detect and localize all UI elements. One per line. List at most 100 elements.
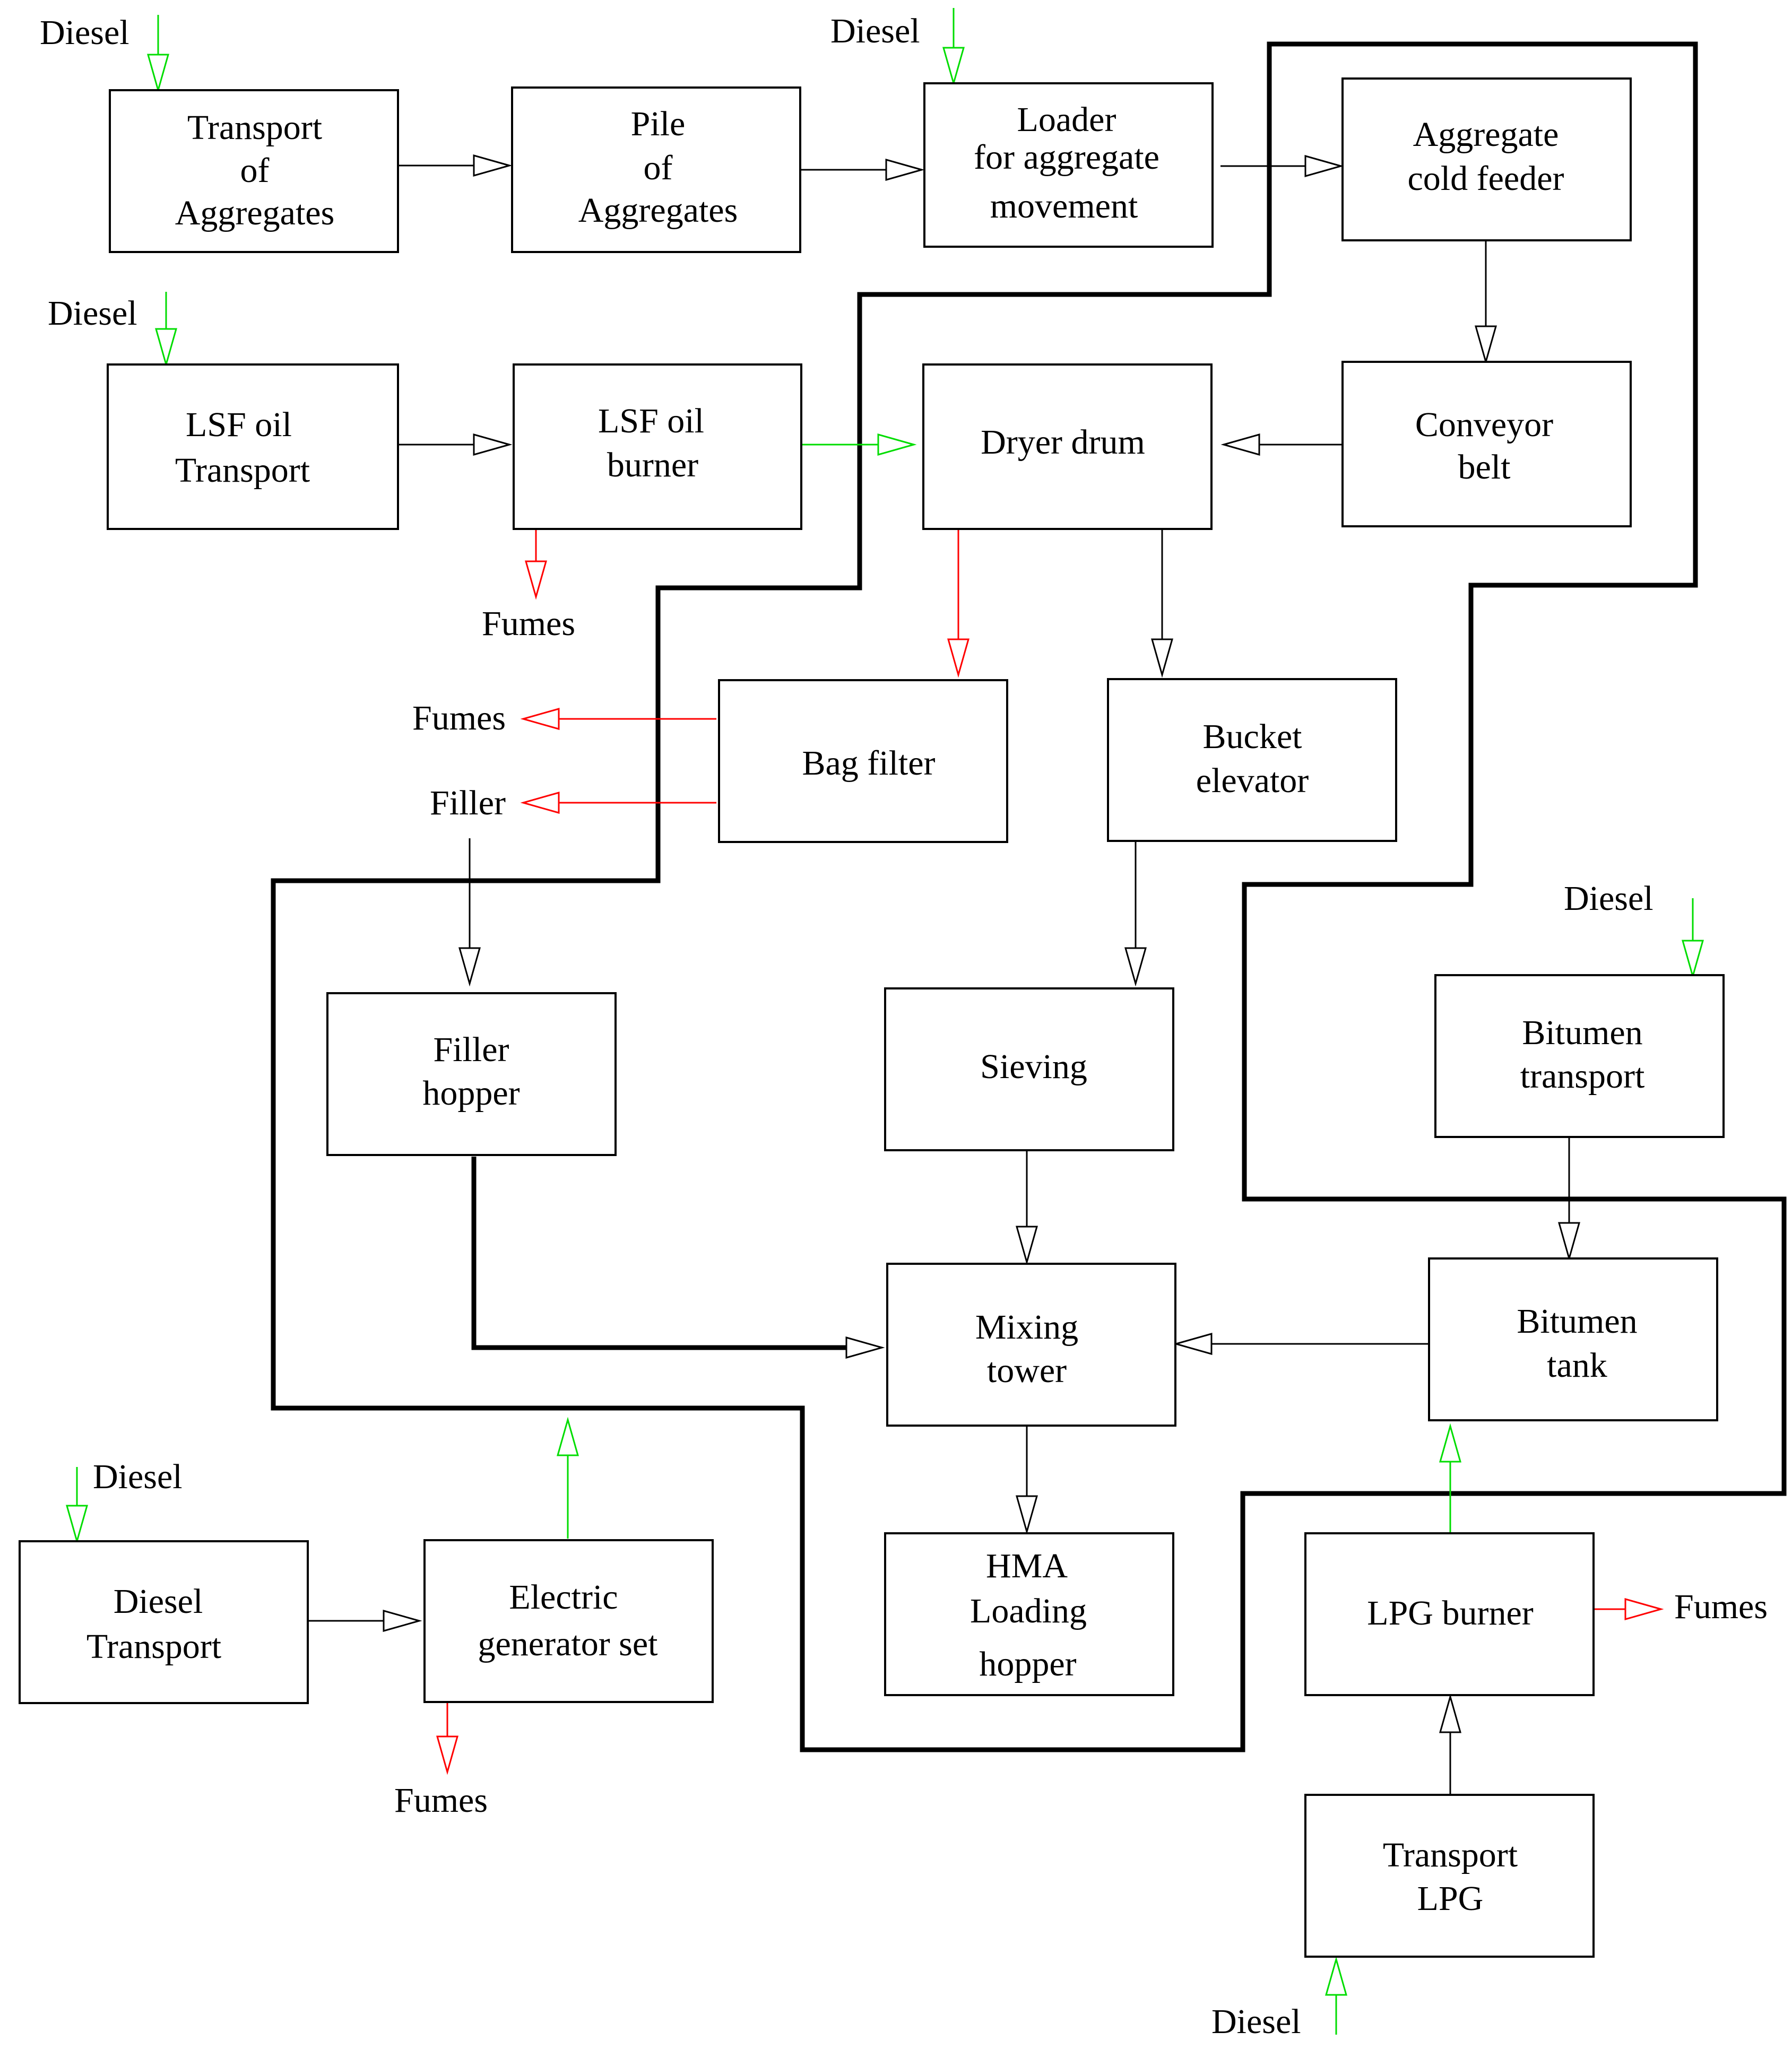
- process-box-diesel-transport: Diesel Transport: [19, 1540, 309, 1704]
- box-text: hopper: [979, 1645, 1076, 1683]
- arrow-loader-to-cold-feeder: [1220, 155, 1344, 177]
- material-flows: [308, 154, 1580, 1795]
- box-text: LPG burner: [1367, 1594, 1533, 1632]
- arrow-pile-to-loader: [800, 159, 925, 181]
- arrow-lsf-burner-fumes: [525, 529, 547, 600]
- box-text: cold feeder: [1408, 159, 1564, 198]
- arrow-transport-lpg-to-burner: [1439, 1694, 1461, 1795]
- box-text: Loading: [970, 1592, 1087, 1630]
- box-text: Aggregates: [578, 191, 738, 230]
- box-text: Aggregate: [1413, 115, 1559, 154]
- box-text: Loader: [1017, 100, 1116, 139]
- process-box-lsf-burner: LSF oil burner: [513, 363, 802, 530]
- process-box-hma-hopper: HMA Loading hopper: [884, 1532, 1174, 1696]
- box-text: of: [644, 149, 673, 187]
- process-box-generator: Electric generator set: [423, 1539, 714, 1703]
- box-text: burner: [607, 446, 698, 484]
- arrow-tank-to-mixing: [1173, 1333, 1429, 1355]
- arrow-lpg-burner-to-bitumen-tank: [1439, 1423, 1461, 1533]
- box-text: LSF oil: [598, 402, 704, 440]
- fumes-label: Fumes: [412, 699, 506, 737]
- box-text: Transport: [86, 1627, 221, 1666]
- box-text: Transport: [187, 108, 322, 147]
- system-boundary-line: [271, 41, 1787, 1752]
- arrow-filler-to-hopper: [458, 838, 481, 987]
- arrow-lpg-burner-fumes: [1594, 1598, 1664, 1620]
- arrow-bag-filter-filler: [520, 792, 716, 814]
- box-text: Aggregates: [175, 194, 335, 232]
- filler-label: Filler: [430, 784, 506, 822]
- box-text: Diesel: [114, 1582, 203, 1621]
- process-box-bitumen-tank: Bitumen tank: [1428, 1257, 1718, 1421]
- box-text: movement: [990, 187, 1138, 225]
- box-text: Mixing: [975, 1308, 1078, 1347]
- box-text: Pile: [631, 105, 686, 143]
- arrow-diesel-to-transport-lpg: [1325, 1956, 1347, 2035]
- box-text: Transport: [1383, 1836, 1518, 1874]
- arrow-conveyor-to-dryer: [1220, 433, 1343, 456]
- process-box-transport-aggregates: Transport of Aggregates: [109, 89, 399, 253]
- arrow-lsf-burner-to-dryer: [801, 433, 917, 456]
- arrow-diesel-transport-to-generator: [308, 1610, 422, 1632]
- arrow-diesel-to-loader: [942, 8, 965, 86]
- process-box-loader: Loader for aggregate movement: [923, 82, 1214, 248]
- diesel-label: Diesel: [1211, 2002, 1301, 2041]
- emission-flows: [436, 529, 1664, 1775]
- arrow-hopper-to-mixing: [471, 1157, 885, 1359]
- arrow-sieving-to-mixing: [1016, 1150, 1038, 1265]
- arrow-diesel-to-transport-aggregates: [147, 15, 169, 93]
- process-box-pile-aggregates: Pile of Aggregates: [511, 86, 801, 253]
- box-text: tank: [1547, 1346, 1607, 1385]
- box-text: Dryer drum: [981, 423, 1145, 462]
- box-text: elevator: [1196, 761, 1309, 800]
- arrow-bag-filter-fumes: [520, 708, 716, 730]
- process-box-bag-filter: Bag filter: [718, 679, 1008, 843]
- arrow-dryer-to-bag-filter: [947, 529, 969, 678]
- arrow-dryer-to-bucket-elevator: [1151, 529, 1173, 678]
- arrow-bitumen-transport-to-tank: [1558, 1135, 1580, 1262]
- diesel-label: Diesel: [40, 13, 129, 52]
- box-text: of: [240, 151, 270, 190]
- process-box-lpg-burner: LPG burner: [1304, 1532, 1595, 1696]
- diesel-label: Diesel: [1564, 879, 1654, 918]
- arrow-diesel-to-lsf-transport: [155, 292, 177, 368]
- arrow-bucket-elevator-to-sieving: [1124, 841, 1147, 987]
- process-box-cold-feeder: Aggregate cold feeder: [1341, 77, 1632, 241]
- box-text: Bitumen: [1522, 1013, 1642, 1052]
- diesel-label: Diesel: [48, 294, 137, 333]
- box-text: Conveyor: [1415, 405, 1553, 444]
- box-text: LSF oil: [186, 405, 292, 444]
- diesel-label: Diesel: [830, 12, 920, 50]
- box-text: Electric: [509, 1578, 618, 1617]
- box-text: belt: [1458, 448, 1511, 487]
- arrow-generator-fumes: [436, 1702, 458, 1775]
- process-box-conveyor-belt: Conveyor belt: [1341, 361, 1632, 527]
- process-box-dryer-drum: Dryer drum: [922, 363, 1213, 530]
- energy-flows: [66, 8, 1704, 2035]
- box-text: Bag filter: [802, 744, 935, 783]
- arrow-mixing-to-hma-hopper: [1016, 1426, 1038, 1535]
- arrow-transport-to-pile: [398, 154, 513, 177]
- process-box-bitumen-transport: Bitumen transport: [1434, 974, 1725, 1138]
- fumes-label: Fumes: [1674, 1587, 1768, 1626]
- process-box-mixing-tower: Mixing tower: [886, 1263, 1176, 1427]
- process-box-transport-lpg: Transport LPG: [1304, 1794, 1595, 1958]
- box-text: hopper: [422, 1074, 520, 1113]
- box-text: Transport: [175, 451, 310, 490]
- box-text: Sieving: [980, 1047, 1087, 1086]
- diesel-label: Diesel: [93, 1457, 183, 1496]
- arrow-diesel-to-bitumen-transport: [1682, 898, 1704, 979]
- box-text: transport: [1520, 1057, 1645, 1096]
- box-text: Bucket: [1203, 717, 1302, 756]
- arrow-generator-electricity: [557, 1417, 579, 1539]
- process-box-sieving: Sieving: [884, 987, 1174, 1151]
- box-text: for aggregate: [974, 138, 1159, 177]
- box-text: HMA: [986, 1547, 1068, 1585]
- box-text: generator set: [478, 1625, 658, 1663]
- arrow-lsf-transport-to-burner: [398, 433, 513, 456]
- process-box-filler-hopper: Filler hopper: [326, 992, 617, 1156]
- process-box-bucket-elevator: Bucket elevator: [1107, 678, 1397, 842]
- box-text: Bitumen: [1517, 1302, 1637, 1341]
- fumes-label: Fumes: [482, 604, 575, 643]
